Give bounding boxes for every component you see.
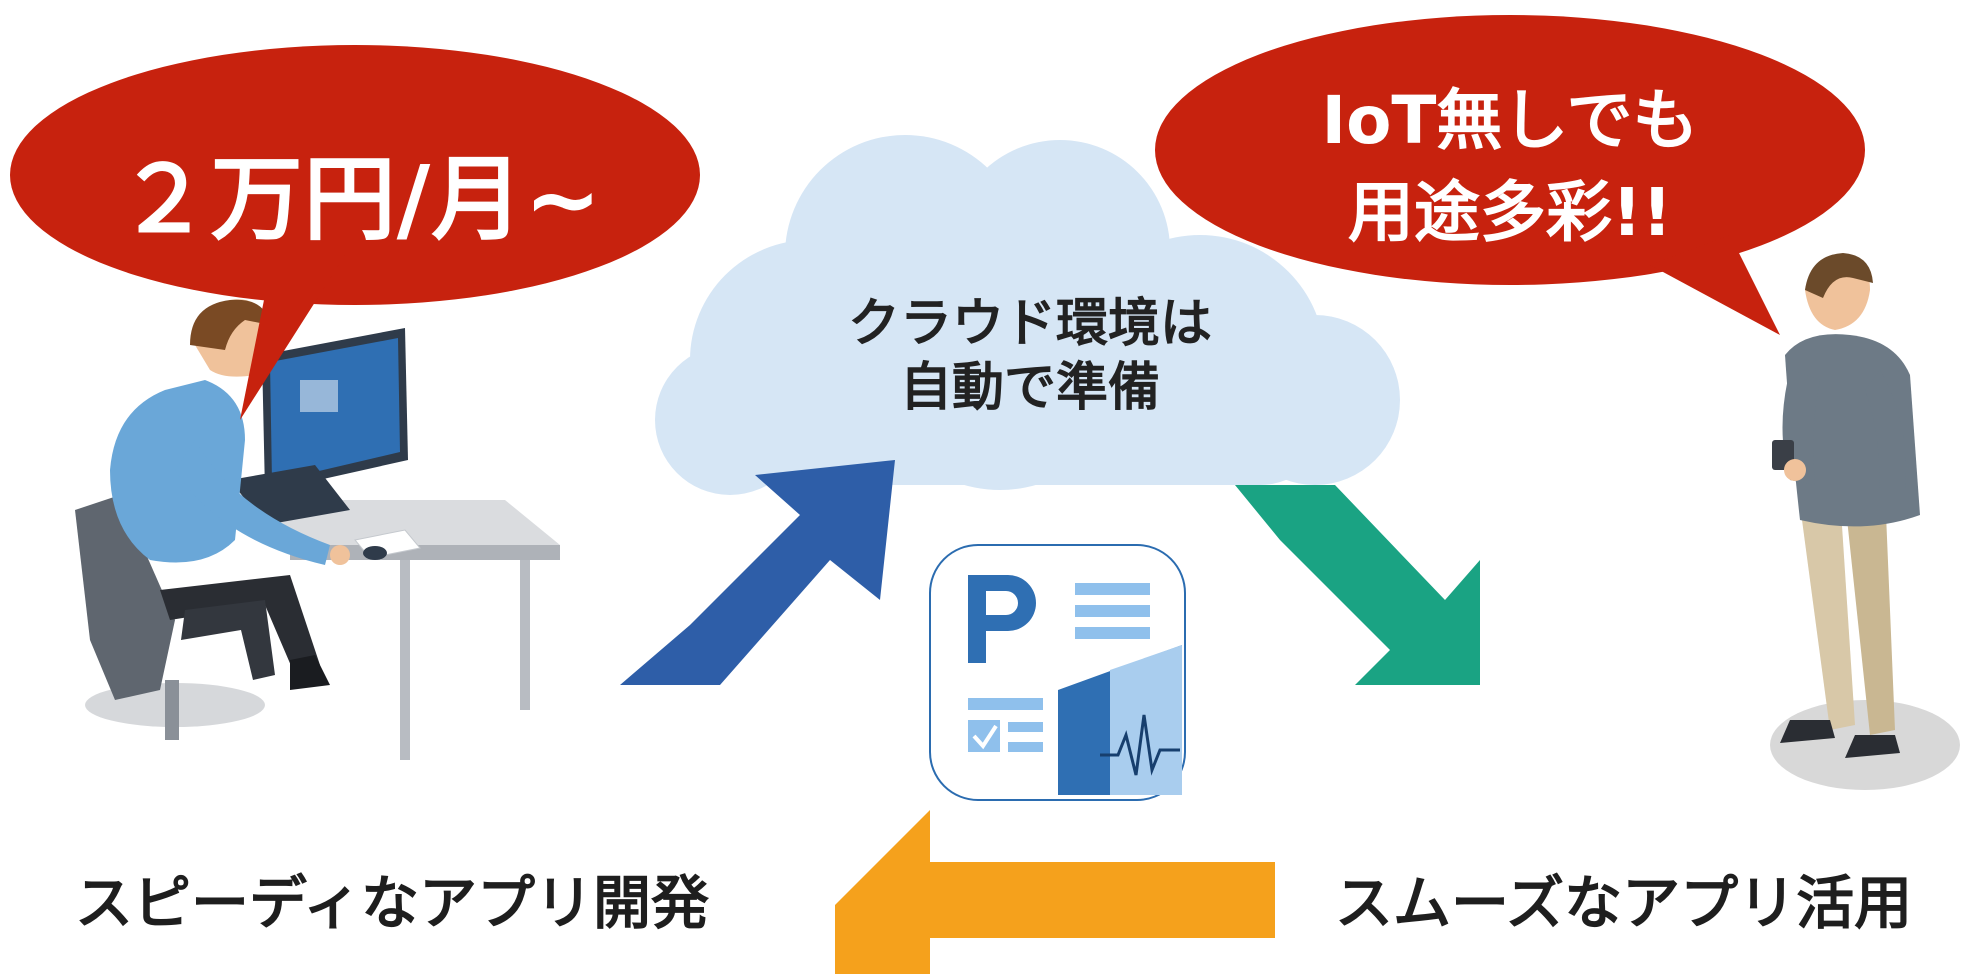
orange-left-arrow — [835, 810, 1275, 974]
cloud-shape — [655, 135, 1400, 495]
standing-user-with-phone-icon — [1770, 253, 1960, 790]
iot-label-line2: 用途多彩!! — [1347, 174, 1673, 251]
caption-usage: スムーズなアプリ活用 — [1335, 869, 1913, 937]
price-speech-bubble — [10, 45, 700, 420]
app-logo-icon — [929, 544, 1186, 801]
blue-up-arrow — [620, 460, 895, 685]
green-down-arrow — [1235, 485, 1480, 685]
caption-development: スピーディなアプリ開発 — [75, 869, 709, 937]
cloud-label: クラウド環境は 自動で準備 — [770, 292, 1290, 420]
cloud-label-line1: クラウド環境は — [847, 294, 1212, 354]
iot-label: IoT無しでも 用途多彩!! — [1180, 75, 1840, 259]
iot-label-line1: IoT無しでも — [1321, 82, 1699, 159]
developer-at-desk-icon — [75, 299, 560, 760]
price-label: ２万円/月~ — [117, 146, 603, 253]
cloud-label-line2: 自動で準備 — [899, 358, 1160, 418]
iot-speech-bubble — [1155, 15, 1865, 335]
